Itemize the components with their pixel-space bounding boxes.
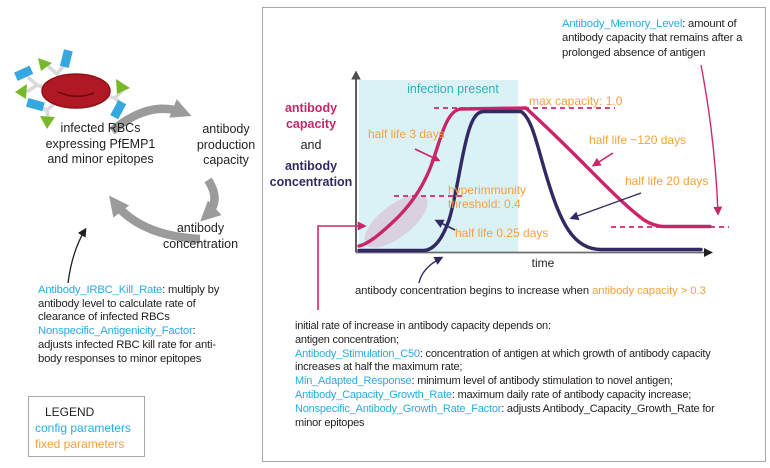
production-node-line: capacity (203, 153, 249, 167)
cycle-arrow-concentration-to-rbc (109, 195, 201, 244)
concentration-increase-note: antibody concentration begins to increas… (355, 285, 706, 297)
antibody-y-icons (26, 63, 124, 121)
legend-fixed-parameters: fixed parameters (35, 437, 125, 451)
infected-rbc-illustration (14, 49, 130, 129)
legend-config-parameters: config parameters (35, 421, 132, 435)
concentration-takeoff-arrow (418, 256, 444, 284)
memory-level-arrow (700, 64, 723, 216)
half-life-3-label: half life 3 days (368, 127, 445, 141)
y-axis-label-concentration: antibody concentration (269, 159, 353, 189)
half-life-20-arrow (569, 192, 642, 221)
y-axis-label: antibody capacity and antibody concentra… (269, 100, 353, 190)
cycle-node-antibody-production-capacity: antibody production capacity (186, 122, 266, 169)
half-life-025-arrow (434, 219, 456, 231)
half-life-120-arrow (591, 152, 614, 167)
production-node-line: production (196, 137, 256, 152)
rbc-dimple (57, 91, 95, 98)
cycle-node-infected-rbcs: infected RBCs expressing PfEMP1 and mino… (28, 121, 173, 168)
legend-box: LEGEND config parameters fixed parameter… (28, 396, 145, 457)
legend-title: LEGEND (45, 405, 95, 419)
antibody-concentration-curve (357, 109, 703, 253)
half-life-3-arrow (414, 148, 441, 162)
rbc-cell (41, 73, 111, 109)
rbc-node-line: and minor epitopes (47, 152, 154, 166)
growth-note-connector-arrow (317, 221, 367, 310)
kill-note-arrow (67, 227, 87, 284)
max-capacity-label: max capacity: 1.0 (529, 94, 623, 108)
half-life-025-label: half life 0.25 days (455, 226, 549, 240)
cycle-arrow-rbc-to-production (109, 99, 192, 135)
green-epitope-icons (15, 58, 130, 129)
hyperimmunity-threshold-label: hyperimmunity threshold: 0.4 (448, 183, 527, 211)
y-axis-label-and: and (300, 138, 322, 152)
half-life-120-label: half life ~120 days (589, 133, 687, 147)
y-axis-arrow-icon (351, 70, 361, 80)
cycle-node-antibody-concentration: antibody concentration (148, 221, 253, 252)
y-axis-label-capacity: antibody capacity (284, 101, 338, 131)
cycle-arrow-production-to-concentration (200, 177, 222, 222)
concentration-node-line: antibody (176, 221, 225, 235)
concentration-node-line: concentration (162, 236, 239, 251)
capacity-growth-note: initial rate of increase in antibody cap… (295, 320, 715, 429)
half-life-20-label: half life 20 days (625, 174, 709, 188)
antibody-dynamics-chart (317, 64, 729, 310)
blue-epitope-icons (14, 49, 127, 120)
rbc-node-line: expressing PfEMP1 (45, 136, 156, 151)
x-axis-arrow-icon (704, 248, 713, 257)
rbc-node-line: infected RBCs (60, 121, 141, 135)
antibody-capacity-curve (357, 106, 712, 248)
infection-present-label: infection present (407, 82, 499, 96)
production-node-line: antibody (202, 122, 250, 136)
cycle-arrows (67, 99, 222, 284)
x-axis-label: time (531, 256, 555, 270)
